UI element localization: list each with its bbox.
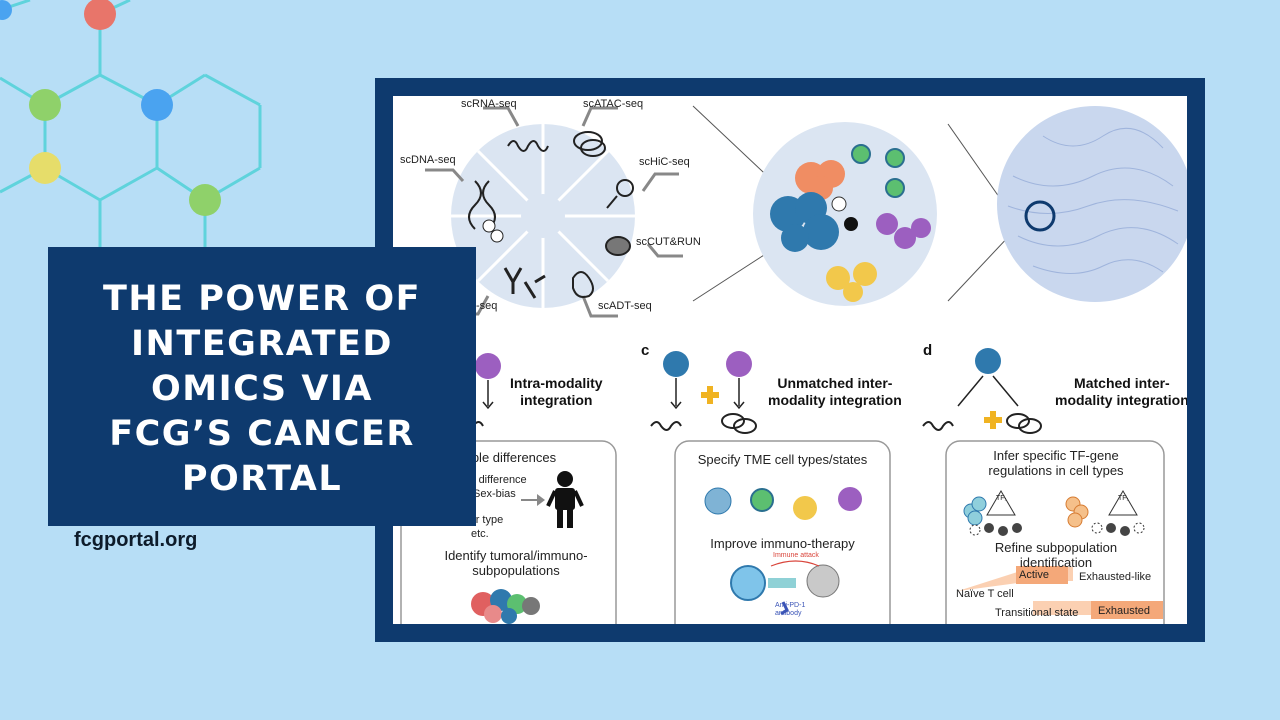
panel-d-refine: Refine subpopulation identification	[961, 540, 1151, 570]
panel-c-heading: Unmatched inter- modality integration	[768, 375, 902, 409]
panel-c-box	[674, 440, 891, 624]
tf-label: TF₁	[1118, 495, 1129, 502]
rna-icon	[507, 140, 549, 152]
panel-d-box-title-line-1: Infer specific TF-gene	[993, 448, 1119, 463]
antibody-label: Anti-PD-1 antibody	[775, 602, 805, 618]
panel-b-identify-line-1: Identify tumoral/immuno-	[444, 548, 588, 563]
tf-label: TF₁	[996, 495, 1007, 502]
title-line: PORTAL	[181, 459, 343, 499]
panel-c-improve: Improve immuno-therapy	[710, 536, 855, 551]
person-icon	[546, 471, 584, 528]
antibody-label-line-1: Anti-PD-1	[775, 602, 806, 609]
panel-c-heading-line-1: Unmatched inter-	[777, 375, 893, 391]
cutrun-icon	[605, 236, 631, 256]
panel-c-letter: c	[641, 342, 650, 359]
website-url: fcgportal.org	[74, 529, 198, 551]
zoom-ring	[1024, 200, 1056, 232]
panel-b-identify: Identify tumoral/immuno- subpopulations	[431, 548, 601, 578]
chromatin-icon	[573, 131, 603, 151]
panel-b-heading-line-1: Intra-modality	[510, 375, 603, 391]
label-scatac: scATAC-seq	[583, 98, 644, 110]
state-exhausted-like: Exhausted-like	[1079, 571, 1152, 583]
title-line: INTEGRATED	[131, 324, 393, 364]
panel-d-heading-line-1: Matched inter-	[1074, 375, 1170, 391]
panel-d-letter: d	[923, 342, 933, 359]
panel-c-heading-line-2: modality integration	[768, 392, 902, 408]
panel-b-heading-line-2: integration	[520, 392, 593, 408]
panel-b-box-title: mple differences	[461, 450, 557, 465]
hic-loop-icon	[616, 179, 634, 197]
label-scdna: scDNA-seq	[400, 154, 456, 166]
panel-b-item: etc.	[471, 528, 489, 540]
panel-d-box-title: Infer specific TF-gene regulations in ce…	[961, 448, 1151, 478]
antibody-icon	[503, 267, 546, 299]
atom-green	[29, 89, 61, 121]
atom-blue	[0, 0, 12, 20]
atom-yellow	[29, 152, 61, 184]
state-exhausted: Exhausted	[1098, 605, 1150, 617]
state-transitional: Transitional state	[995, 607, 1079, 619]
tissue-slide	[997, 106, 1187, 302]
panel-d-heading: Matched inter- modality integration	[1055, 375, 1187, 409]
panel-d-refine-line-1: Refine subpopulation	[994, 540, 1118, 555]
label-scadt: scADT-seq	[598, 300, 652, 312]
antibody-label-line-2: antibody	[775, 610, 802, 617]
atom-red	[84, 0, 116, 30]
state-naive: Naïve T cell	[956, 588, 1014, 600]
state-active: Active	[1019, 569, 1049, 581]
atom-green	[189, 184, 221, 216]
immune-attack-label: Immune attack	[773, 552, 819, 559]
omics-figure: scRNA-seq scATAC-seq scHiC-seq scDNA-seq…	[393, 96, 1187, 624]
subpopulation-cluster	[471, 589, 540, 624]
title-line: OMICS VIA	[150, 369, 374, 409]
label-scrna: scRNA-seq	[461, 98, 517, 110]
panel-b-item: Sex-bias	[473, 488, 516, 500]
panel-d-heading-line-2: modality integration	[1055, 392, 1187, 408]
panel-b-heading: Intra-modality integration	[510, 375, 603, 409]
label-schic: scHiC-seq	[639, 156, 690, 168]
label-sccut: scCUT&RUN	[636, 236, 701, 248]
molecule-decoration	[0, 0, 262, 250]
atom-blue	[141, 89, 173, 121]
panel-d-refine-line-2: identification	[1019, 555, 1093, 570]
panel-b-identify-line-2: subpopulations	[472, 563, 560, 578]
page-title: THE POWER OF INTEGRATED OMICS VIA FCG’S …	[48, 277, 476, 502]
panel-d-box-title-line-2: regulations in cell types	[988, 463, 1124, 478]
title-line: FCG’S CANCER	[109, 414, 415, 454]
title-line: THE POWER OF	[103, 279, 421, 319]
panel-c-box-title: Specify TME cell types/states	[697, 452, 868, 467]
title-box: THE POWER OF INTEGRATED OMICS VIA FCG’S …	[48, 247, 476, 526]
label-partial-seq: -seq	[476, 300, 498, 312]
adt-icon	[572, 271, 594, 298]
